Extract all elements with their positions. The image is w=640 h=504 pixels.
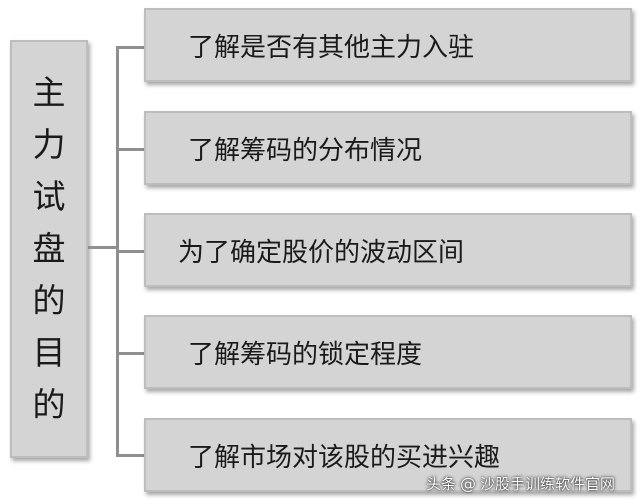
root-char: 的 <box>32 281 66 320</box>
branch-box: 了解筹码的分布情况 <box>144 111 632 185</box>
watermark: 头条 @ 沙股手训练软件官网 <box>426 470 615 496</box>
watermark-account: 沙股手训练软件官网 <box>480 474 616 493</box>
root-char: 的 <box>32 385 66 424</box>
branch-box: 为了确定股价的波动区间 <box>144 213 632 287</box>
root-char: 力 <box>32 125 66 164</box>
root-char: 试 <box>32 177 66 216</box>
connector-branch-line <box>116 250 144 253</box>
connector-branch-line <box>116 46 144 49</box>
branch-label: 了解筹码的分布情况 <box>188 135 423 166</box>
branch-box: 了解市场对该股的买进兴趣 <box>144 418 632 492</box>
branch-label: 了解筹码的锁定程度 <box>188 339 423 370</box>
branch-box: 了解是否有其他主力入驻 <box>144 8 632 82</box>
branch-label: 了解是否有其他主力入驻 <box>188 32 475 63</box>
root-box: 主 力 试 盘 的 目 的 <box>10 40 88 458</box>
branch-label: 了解市场对该股的买进兴趣 <box>188 442 501 473</box>
root-char: 主 <box>32 73 66 112</box>
connector-branch-line <box>116 148 144 151</box>
branch-label: 为了确定股价的波动区间 <box>178 237 465 268</box>
at-icon: @ <box>460 473 477 493</box>
connector-branch-line <box>116 352 144 355</box>
watermark-prefix: 头条 <box>426 474 457 493</box>
connector-branch-line <box>116 454 144 457</box>
branch-box: 了解筹码的锁定程度 <box>144 315 632 389</box>
connector-root-line <box>88 246 118 249</box>
root-char: 目 <box>32 333 66 372</box>
root-char: 盘 <box>32 229 66 268</box>
